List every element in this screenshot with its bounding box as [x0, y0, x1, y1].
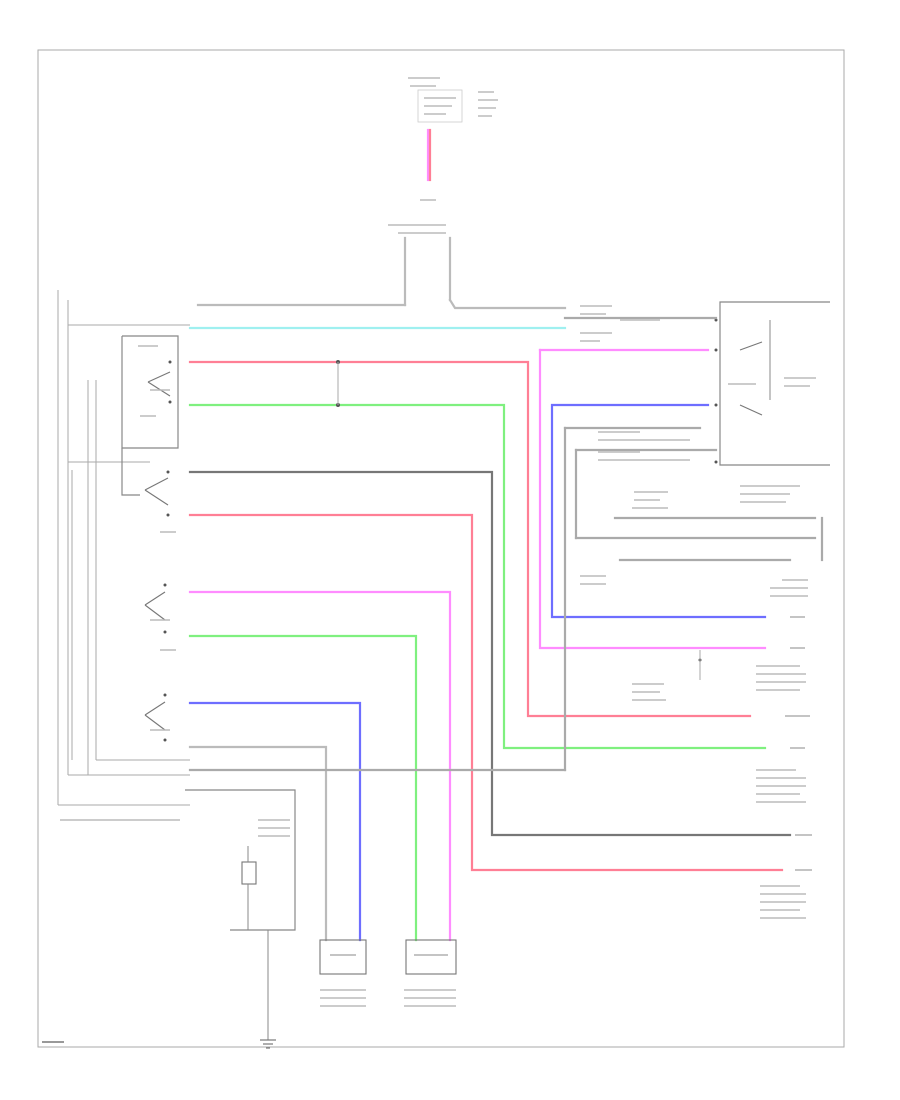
- diagram-frame: [37, 49, 845, 1048]
- recline-motor-block: [185, 789, 296, 931]
- left-bus: [57, 290, 190, 806]
- green-wire-lifter: [188, 634, 418, 942]
- pink-wire-top: [538, 348, 767, 650]
- power-gray-run-right: [448, 298, 567, 310]
- gray-wire-tilt: [188, 745, 328, 942]
- tilt-motor: [404, 939, 457, 1007]
- blue-wire-tilt: [188, 701, 362, 942]
- slide-switch: [121, 448, 176, 533]
- recline-switch: [121, 335, 179, 449]
- fuse-block: [408, 77, 498, 123]
- lifter-motor: [319, 939, 367, 1007]
- lifter-switch: [144, 583, 176, 651]
- dark-wire-slide: [188, 470, 792, 837]
- right-terminals: [698, 616, 812, 871]
- red-wire-slide: [188, 513, 784, 872]
- tilt-switch: [144, 693, 170, 742]
- red-wire-top: [188, 360, 752, 718]
- ground-symbol: [260, 930, 276, 1049]
- splice-label-block: [388, 199, 446, 234]
- right-control-module: [714, 301, 830, 466]
- right-label-bars: [580, 305, 808, 919]
- blue-wire-top: [550, 403, 767, 619]
- green-wire-top: [188, 403, 767, 750]
- pink-wire-lifter: [188, 590, 452, 942]
